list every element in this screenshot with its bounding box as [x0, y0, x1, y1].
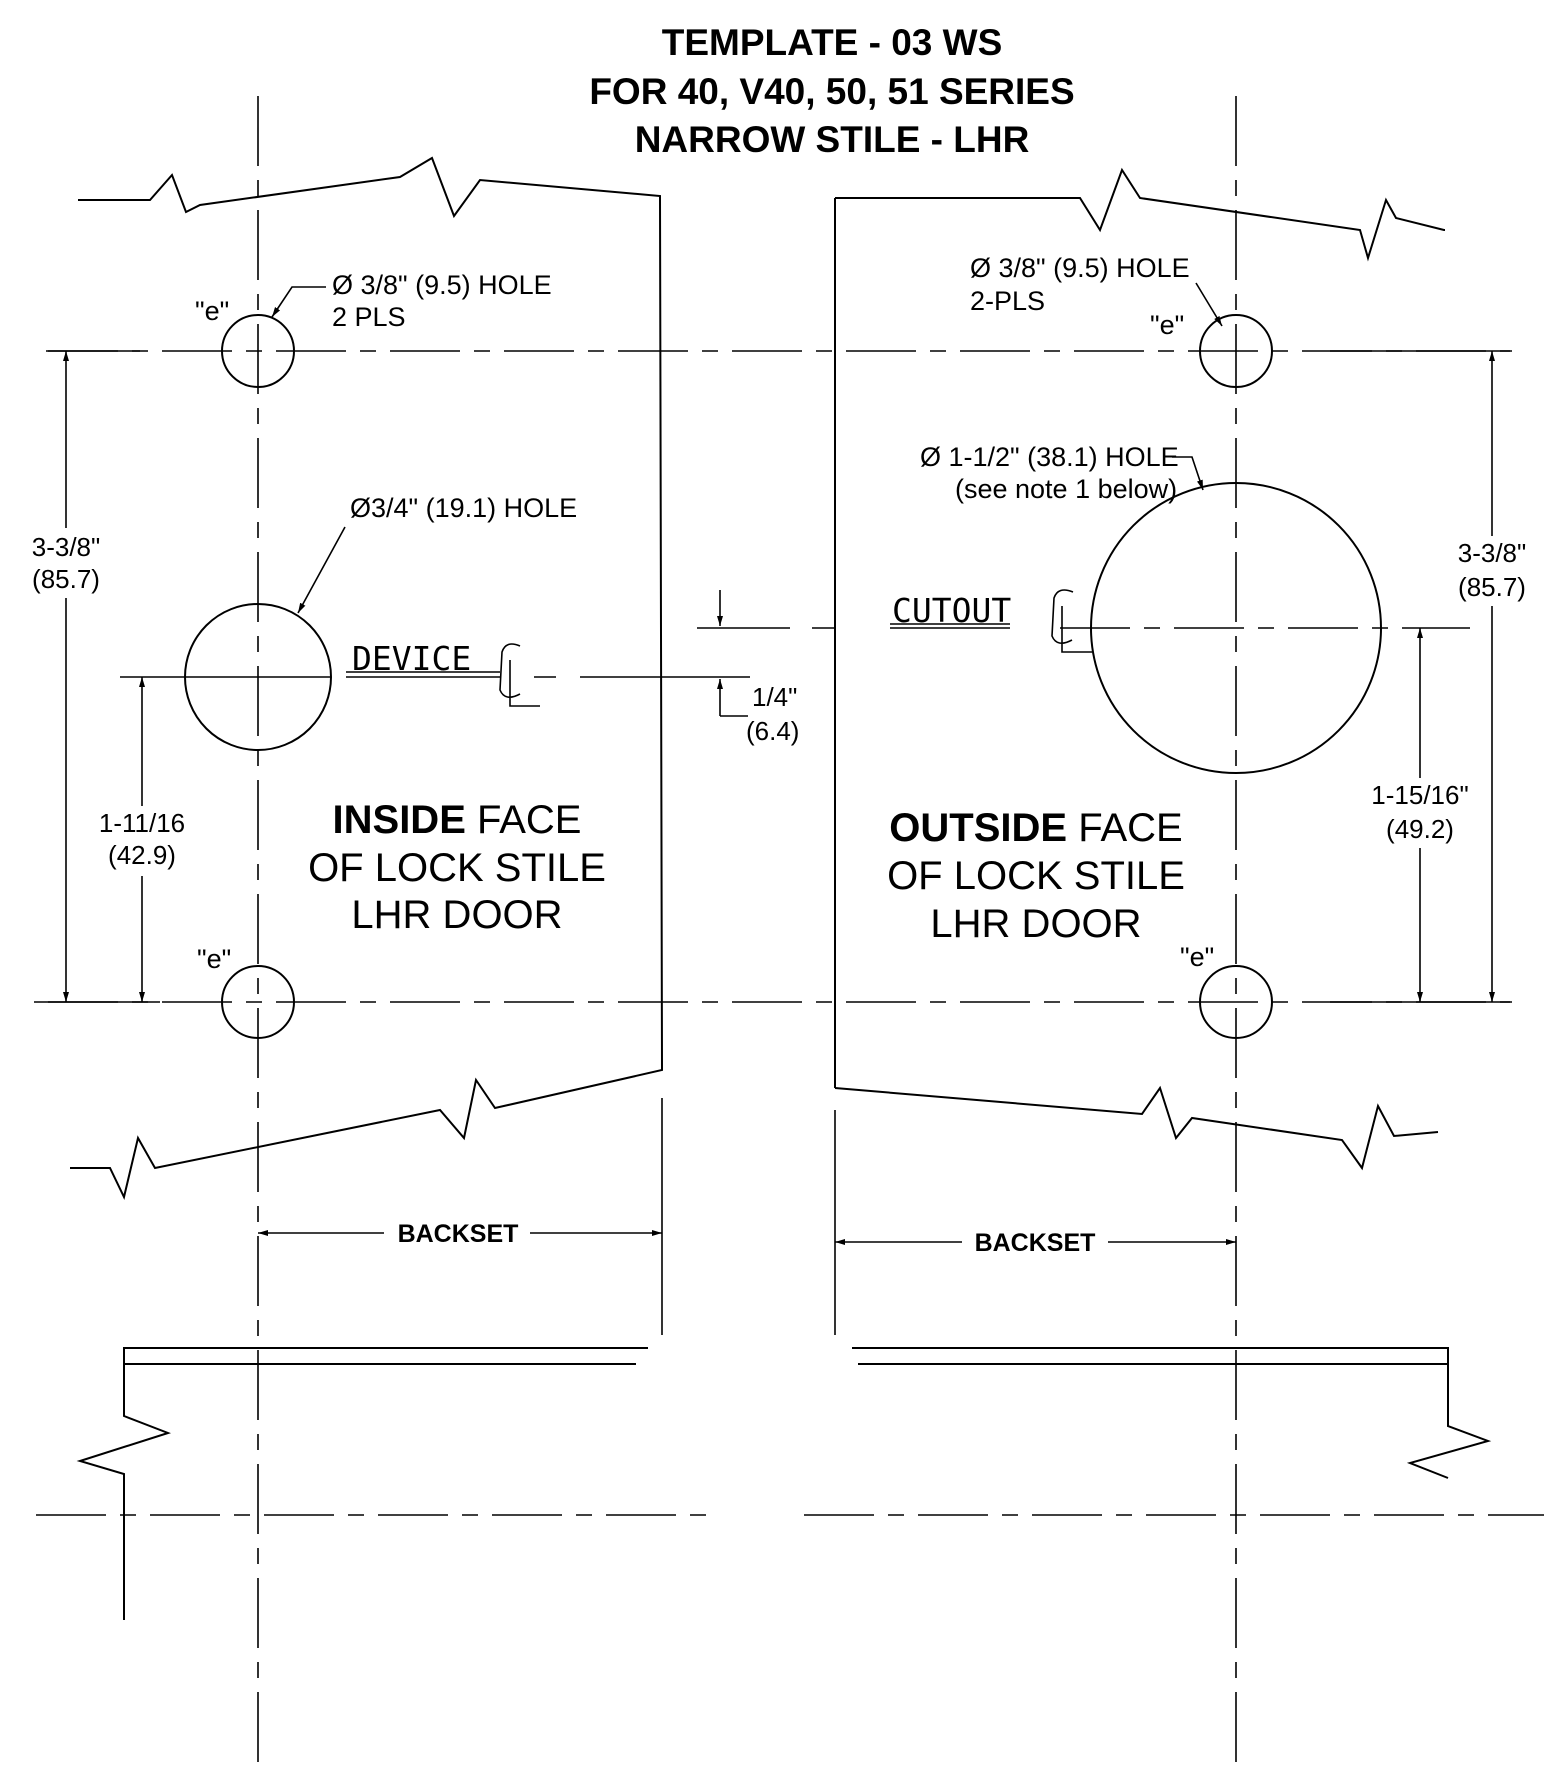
left-small-hole-qty: 2 PLS: [332, 302, 406, 332]
left-backset-label: BACKSET: [398, 1220, 519, 1248]
outside-face-line-2: OF LOCK STILE: [887, 854, 1185, 898]
left-stile-outline: [70, 156, 664, 1335]
title-line-2: FOR 40, V40, 50, 51 SERIES: [589, 71, 1074, 112]
outside-face-line-3: LHR DOOR: [930, 902, 1141, 946]
title-block: TEMPLATE - 03 WS FOR 40, V40, 50, 51 SER…: [589, 22, 1074, 160]
left-small-hole-label: Ø 3/8" (9.5) HOLE: [332, 270, 552, 300]
left-backset-dimension: BACKSET: [258, 1215, 662, 1249]
large-hole-leader: [1172, 456, 1204, 491]
device-centerline-symbol: [499, 643, 540, 707]
large-hole-note: (see note 1 below): [955, 474, 1177, 504]
cutout-hole: [1090, 482, 1382, 774]
offset-dim-mm: (6.4): [746, 716, 799, 746]
left-inner-dim-mm: (42.9): [108, 840, 176, 870]
outside-face-line-1: OUTSIDE FACE: [889, 806, 1182, 850]
right-inner-dim-mm: (49.2): [1386, 814, 1454, 844]
right-backset-dimension: BACKSET: [835, 1224, 1236, 1258]
device-hole-leader: [297, 526, 346, 614]
left-inner-dimension: 1-11/16 (42.9): [88, 677, 198, 1002]
large-hole-label: Ø 1-1/2" (38.1) HOLE: [920, 442, 1179, 472]
left-e-top-label: "e": [195, 296, 229, 326]
right-backset-label: BACKSET: [975, 1229, 1096, 1257]
title-line-3: NARROW STILE - LHR: [635, 119, 1030, 160]
offset-dimension: 1/4" (6.4): [717, 590, 799, 746]
device-hole: [184, 603, 332, 751]
right-e-top-label: "e": [1150, 310, 1184, 340]
left-top-e-hole: [221, 314, 295, 388]
left-inner-dim-in: 1-11/16: [99, 808, 185, 838]
right-outer-dimension: 3-3/8" (85.7): [1330, 350, 1532, 1003]
cutout-centerline-symbol: [1051, 589, 1092, 653]
right-inner-dim-in: 1-15/16": [1371, 780, 1468, 810]
device-hole-label: Ø3/4" (19.1) HOLE: [350, 493, 577, 523]
right-e-bottom-label: "e": [1180, 942, 1214, 972]
left-small-hole-leader: [271, 286, 326, 318]
left-outer-dimension: 3-3/8" (85.7): [28, 350, 160, 1003]
inside-face-line-3: LHR DOOR: [351, 893, 562, 937]
right-small-hole-leader: [1195, 282, 1223, 327]
centerlines: [36, 96, 1544, 1770]
right-section-view: [852, 1347, 1492, 1479]
right-top-e-hole: [1199, 314, 1273, 388]
right-small-hole-qty: 2-PLS: [970, 286, 1045, 316]
right-stile-outline: [834, 167, 1445, 1335]
right-bottom-e-hole: [1199, 965, 1273, 1039]
inside-face-line-1: INSIDE FACE: [333, 798, 582, 842]
right-small-hole-label: Ø 3/8" (9.5) HOLE: [970, 253, 1190, 283]
left-e-bottom-label: "e": [197, 944, 231, 974]
right-annotations: Ø 3/8" (9.5) HOLE 2-PLS "e" Ø 1-1/2" (38…: [835, 253, 1532, 1258]
offset-dim-in: 1/4": [752, 682, 797, 712]
left-outer-dim-in: 3-3/8": [32, 532, 101, 562]
holes: [184, 314, 1382, 1039]
left-bottom-e-hole: [221, 965, 295, 1039]
right-outer-dim-in: 3-3/8": [1458, 538, 1527, 568]
right-outer-dim-mm: (85.7): [1458, 572, 1526, 602]
left-section-view: [76, 1347, 648, 1620]
left-outer-dim-mm: (85.7): [32, 564, 100, 594]
left-annotations: "e" Ø 3/8" (9.5) HOLE 2 PLS Ø3/4" (19.1)…: [28, 270, 662, 1249]
inside-face-line-2: OF LOCK STILE: [308, 846, 606, 890]
title-line-1: TEMPLATE - 03 WS: [662, 22, 1003, 63]
right-inner-dimension: 1-15/16" (49.2): [1366, 628, 1476, 1002]
